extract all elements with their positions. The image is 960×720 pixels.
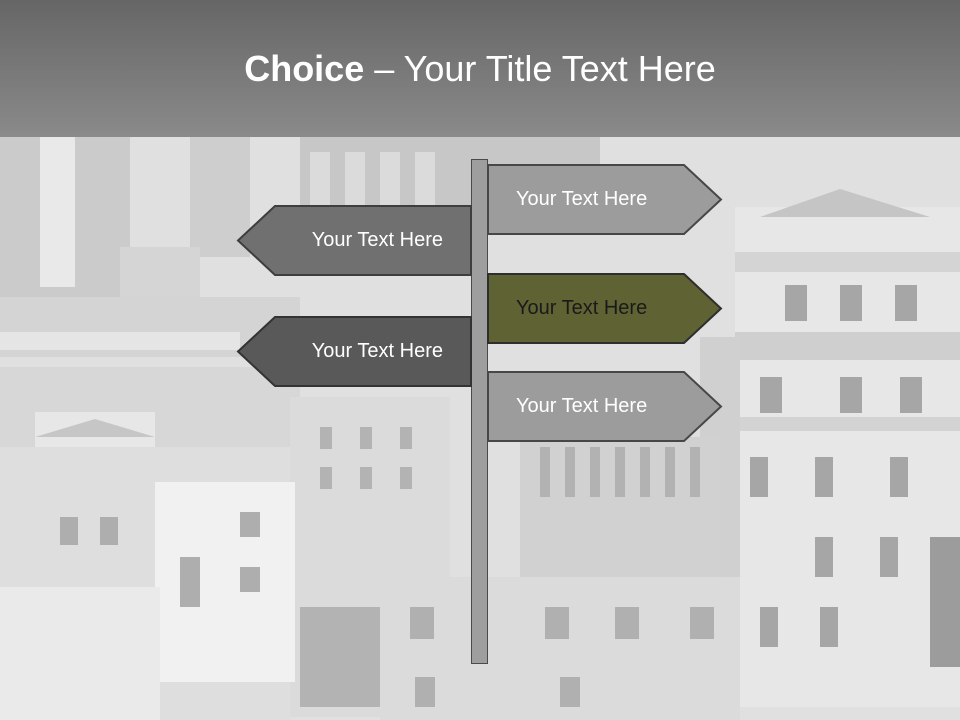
- signpost-pole: [471, 159, 488, 664]
- sign-5-label: Your Text Here: [516, 395, 648, 417]
- sign-2-label: Your Text Here: [311, 229, 443, 251]
- title-rest: – Your Title Text Here: [364, 47, 716, 89]
- title-bold: Choice: [244, 47, 365, 89]
- slide-title: Choice – Your Title Text Here: [244, 48, 716, 90]
- arrow-right-icon: [487, 273, 723, 344]
- sign-3-label: Your Text Here: [516, 297, 648, 319]
- sign-2[interactable]: Your Text Here: [236, 205, 472, 276]
- sign-3[interactable]: Your Text Here: [487, 273, 723, 344]
- title-bar: Choice – Your Title Text Here: [0, 0, 960, 137]
- arrow-left-icon: [236, 316, 472, 387]
- sign-4-label: Your Text Here: [311, 340, 443, 362]
- sign-1[interactable]: Your Text Here: [487, 164, 723, 235]
- sign-1-label: Your Text Here: [516, 188, 648, 210]
- arrow-right-icon: [487, 371, 723, 442]
- arrow-right-icon: [487, 164, 723, 235]
- sign-4[interactable]: Your Text Here: [236, 316, 472, 387]
- sign-5[interactable]: Your Text Here: [487, 371, 723, 442]
- arrow-left-icon: [236, 205, 472, 276]
